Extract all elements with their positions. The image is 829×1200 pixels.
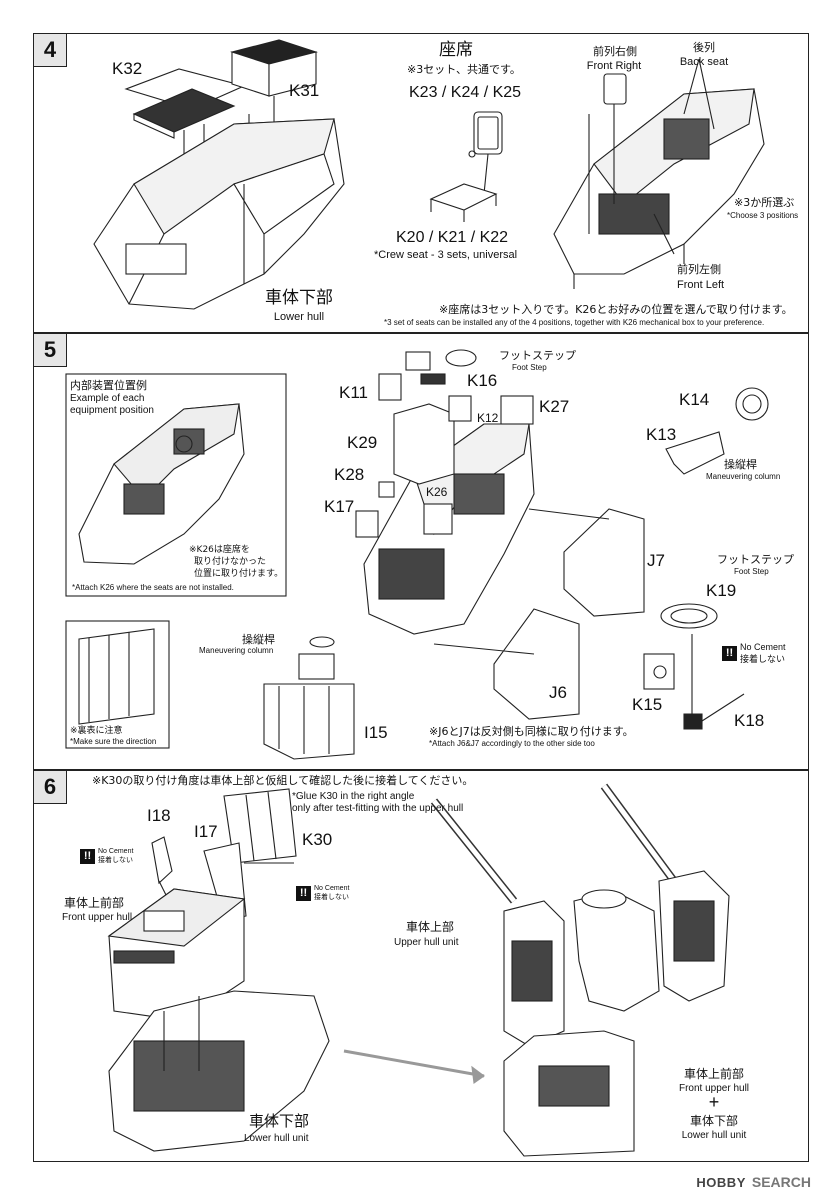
crew-seat-part-numbers: K20 / K21 / K22 (396, 229, 509, 246)
step-5-illustration (65, 349, 769, 760)
upper-hull-unit-en: Upper hull unit (394, 937, 459, 948)
seat-title: 座席 (439, 40, 473, 60)
watermark-search: SEARCH (751, 1174, 811, 1190)
part-label-k28: K28 (334, 465, 365, 484)
part-label-k14: K14 (679, 390, 710, 409)
k30-note-jp: ※K30の取り付け角度は車体上部と仮組して確認した後に接着してください。 (92, 774, 474, 787)
inset-k26-note-line3: 位置に取り付けます。 (194, 569, 284, 579)
no-cement-en: No Cement (314, 885, 350, 892)
part-label-k19: K19 (706, 581, 737, 600)
lower-hull-label-en: Lower hull (273, 311, 325, 323)
front-right-label-jp: 前列右側 (593, 45, 637, 58)
k30-note-en-line1: *Glue K30 in the right angle (292, 791, 415, 802)
inset-title-en-line1: Example of each (70, 393, 145, 404)
part-label-i15: I15 (364, 723, 388, 742)
part-label-k26: K26 (426, 485, 448, 499)
part-label-k30: K30 (302, 830, 333, 849)
part-label-i17: I17 (194, 822, 218, 841)
step-4-illustration (93, 39, 765, 310)
j6-j7-note-jp: ※J6とJ7は反対側も同様に取り付けます。 (429, 725, 634, 738)
foot-step2-label-en: Foot Step (734, 567, 769, 576)
inset-title-jp: 内部装置位置例 (70, 379, 147, 392)
front-upper-hull-en: Front upper hull (62, 912, 133, 923)
j6-j7-note-en: *Attach J6&J7 accordingly to the other s… (429, 739, 595, 748)
part-label-j7: J7 (647, 551, 665, 570)
part-label-j6: J6 (549, 683, 567, 702)
lower-hull-label-jp: 車体下部 (265, 288, 333, 308)
combo-front-upper-jp: 車体上前部 (683, 1067, 744, 1081)
part-label-k27: K27 (539, 397, 570, 416)
no-cement-warning-right: !! No Cement 接着しない (296, 885, 349, 902)
part-label-k11: K11 (339, 383, 368, 402)
no-cement-icon: !! (722, 646, 737, 661)
inset-k26-note-line1: ※K26は座席を (189, 545, 250, 555)
no-cement-en: No Cement (98, 848, 134, 855)
foot-step-label-en: Foot Step (512, 363, 547, 372)
front-right-label-en: Front Right (586, 60, 642, 72)
back-seat-label-en: Back seat (679, 56, 729, 68)
no-cement-icon: !! (296, 886, 311, 901)
choose-positions-en: *Choose 3 positions (727, 211, 799, 220)
step-5-panel: 5 (33, 333, 809, 770)
foot-step-label-jp: フットステップ (499, 349, 576, 362)
part-label-k13: K13 (646, 425, 677, 444)
maneuver-column-jp: 操縦桿 (724, 458, 757, 471)
no-cement-warning-left: !! No Cement 接着しない (80, 848, 133, 865)
part-label-k32: K32 (112, 59, 143, 78)
part-label-k15: K15 (632, 695, 663, 714)
part-label-k18: K18 (734, 711, 765, 730)
step-4-footnote-en: *3 set of seats can be installed any of … (384, 318, 765, 327)
seat-note: ※3セット、共通です。 (407, 63, 521, 76)
no-cement-jp: 接着しない (740, 655, 786, 665)
inset-title-en-line2: equipment position (70, 405, 154, 416)
no-cement-icon: !! (80, 849, 95, 864)
step-number: 5 (34, 334, 67, 367)
step-4-panel: 4 (33, 33, 809, 333)
inset-k26-note-line2: 取り付けなかった (194, 557, 267, 567)
foot-step2-label-jp: フットステップ (717, 553, 794, 566)
combo-lower-hull-en: Lower hull unit (681, 1130, 747, 1141)
step-number: 4 (34, 34, 67, 67)
part-label-k16: K16 (467, 371, 498, 390)
part-label-k17: K17 (324, 497, 355, 516)
part-label-k31: K31 (289, 81, 320, 100)
k30-note-en-line2: only after test-fitting with the upper h… (292, 803, 464, 814)
step-number: 6 (34, 771, 67, 804)
step-4-footnote-jp: ※座席は3セット入りです。K26とお好みの位置を選んで取り付けます。 (439, 303, 793, 316)
seat-part-numbers: K23 / K24 / K25 (409, 84, 522, 101)
front-left-label-jp: 前列左側 (677, 263, 721, 276)
direction-note-jp: ※裏表に注意 (70, 726, 123, 736)
maneuver-column2-jp: 操縦桿 (242, 633, 275, 646)
part-label-i18: I18 (147, 806, 171, 825)
choose-positions-jp: ※3か所選ぶ (734, 196, 795, 209)
direction-note-en: *Make sure the direction (70, 737, 157, 746)
lower-hull-unit-en: Lower hull unit (244, 1133, 309, 1144)
step-6-panel: 6 (33, 770, 809, 1162)
maneuver-column2-en: Maneuvering column (199, 646, 274, 655)
no-cement-jp: 接着しない (98, 856, 133, 864)
crew-seat-note: *Crew seat - 3 sets, universal (374, 249, 518, 261)
combo-lower-hull-jp: 車体下部 (689, 1114, 738, 1128)
part-label-k29: K29 (347, 433, 378, 452)
back-seat-label-jp: 後列 (693, 41, 715, 54)
hobby-search-watermark: HOBBY SEARCH (696, 1174, 811, 1190)
combo-plus: + (708, 1092, 720, 1112)
no-cement-en: No Cement (740, 642, 786, 652)
no-cement-warning: !! No Cement 接着しない (722, 642, 786, 665)
lower-hull-unit-jp: 車体下部 (249, 1112, 310, 1130)
part-label-k12: K12 (477, 411, 499, 425)
front-upper-hull-jp: 車体上前部 (64, 896, 125, 910)
combo-front-upper-en: Front upper hull (678, 1083, 750, 1094)
step-6-illustration (107, 783, 730, 1157)
front-left-label-en: Front Left (677, 279, 725, 291)
inset-k26-note-en: *Attach K26 where the seats are not inst… (72, 583, 234, 592)
upper-hull-unit-jp: 車体上部 (406, 920, 455, 934)
watermark-logo: HOBBY (696, 1174, 746, 1190)
no-cement-jp: 接着しない (314, 893, 349, 901)
maneuver-column-en: Maneuvering column (706, 472, 781, 481)
